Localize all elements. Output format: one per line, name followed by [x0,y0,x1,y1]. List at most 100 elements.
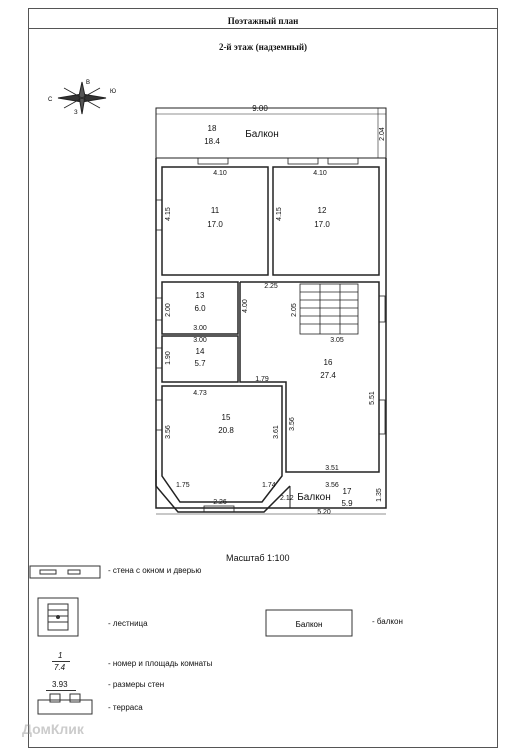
room-15-number: 15 [222,413,231,422]
room-14-area: 5.7 [194,359,206,368]
page-frame [28,8,498,748]
label-plan-dims-stair_h: 2.05 [291,303,298,317]
bay-wall [155,470,291,513]
room-16-number: 16 [324,358,333,367]
label-plan-dims-r15_d1: 1.75 [176,482,190,489]
outer-wall [155,158,387,509]
label-plan-dims-r11_h: 4.15 [165,207,172,221]
compass-north: В [86,80,90,86]
legend-wall-size-desc: - размеры стен [108,680,165,689]
label-plan-dims-r15_h: 3.56 [165,425,172,439]
plan-g: 9.00 2.04 18 18.4 Балкон 4.10 4.15 11 17… [165,104,386,516]
plan-rect [327,157,359,165]
room-16-area: 27.4 [320,371,336,380]
balcony-17-outline [289,476,387,509]
scale-label: Масштаб 1:100 [226,553,290,563]
dimension-ticks [156,108,386,515]
plan-rect [37,699,93,715]
plan-rect [155,297,163,321]
plan-rect [299,283,359,335]
legend-room-divider [52,661,70,662]
label-plan-dims-notch: 1.79 [255,376,269,383]
legend-room-area: 7.4 [54,663,66,672]
label-plan-dims-r15_d2: 1.74 [262,482,276,489]
plan-rect [29,565,101,579]
legend-balcony: - балкон [372,617,403,626]
room-16-outline [239,281,380,473]
room-17-name: Балкон [297,492,331,503]
plan-line [63,87,101,109]
room-17-area: 5.9 [341,499,353,508]
label-plan-dims-r12_h: 4.15 [276,207,283,221]
label-plan-dims-r12_w: 4.10 [313,170,327,177]
dim-balcony-depth: 2.04 [379,127,386,141]
room-14-number: 14 [196,347,205,356]
plan-rect [197,157,229,165]
label-plan-dims-corr_h: 4.00 [242,299,249,313]
floor-plan: 9.00 2.04 18 18.4 Балкон 4.10 4.15 11 17… [155,104,387,516]
compass-icon: С Ю В З [48,80,116,116]
room-13-area: 6.0 [194,304,206,313]
room-18-number: 18 [208,124,217,133]
label-plan-dims-r17_d: 2.12 [280,495,294,502]
stair-legend-icon [37,597,79,637]
label-plan-dims-r15_w: 4.73 [193,390,207,397]
balcony-18-outline [155,107,387,159]
plan-rect [69,693,81,703]
plan-rect [155,199,163,231]
room-12-number: 12 [318,206,327,215]
plan-rect [287,157,319,165]
room-15-area: 20.8 [218,426,234,435]
legend-wall-size-sample: 3.93 [52,680,68,689]
label-plan-dims-r13_h: 2.00 [165,303,172,317]
label-plan-dims-corr_w: 2.25 [264,283,278,290]
wall-legend-icon [29,565,101,579]
label-plan-dims-r14_h: 1.90 [165,351,172,365]
room-11-area: 17.0 [207,220,223,229]
plan-circle [56,615,60,619]
room-17-number: 17 [343,487,352,496]
plan-rect [39,569,57,575]
room-15-outline [161,385,283,503]
plan-rect [155,347,163,369]
room-18-name: Балкон [245,129,279,140]
label-plan-dims-r13_w: 3.00 [193,325,207,332]
watermark: ДомКлик [22,721,84,737]
compass-east: Ю [110,89,116,95]
plan-rect [67,569,81,575]
window-marks [155,157,386,513]
header-separator [28,28,498,29]
plan-rect [155,399,163,431]
label-plan-dims-r16_r: 5.51 [369,391,376,405]
plan-g [155,107,387,515]
room-11-number: 11 [211,206,220,215]
plan-g [57,81,107,115]
dim-top-width: 9.00 [252,104,268,113]
staircase-icon [299,283,359,335]
room-13-number: 13 [196,291,205,300]
legend-room-number: 1 [58,651,63,660]
legend-terrace: - терраса [108,703,143,712]
page-title: Поэтажный план [227,16,299,26]
plan-rect [378,295,386,323]
plan-rect [203,505,235,513]
legend-wall: - стена с окном и дверью [108,566,202,575]
legend-stair: - лестница [108,619,148,628]
label-plan-dims-r14_w: 3.00 [193,337,207,344]
legend-wall-size-line [46,690,76,691]
plan-rect [47,603,69,631]
label-plan-dims-r15_h2: 3.61 [273,425,280,439]
label-plan-dims-r17_w: 3.56 [325,482,339,489]
plan-rect [49,693,61,703]
compass-south: З [74,110,78,116]
terrace-legend-icon [37,693,93,715]
room-12-outline [272,166,380,276]
legend-room-desc: - номер и площадь комнаты [108,659,213,668]
label-plan-dims-r11_w: 4.10 [213,170,227,177]
room-18-area: 18.4 [204,137,220,146]
plan-rect [265,609,353,637]
floor-subtitle: 2-й этаж (надземный) [218,42,308,52]
label-plan-dims-r16_h: 3.56 [289,417,296,431]
plan-rect [37,597,79,637]
